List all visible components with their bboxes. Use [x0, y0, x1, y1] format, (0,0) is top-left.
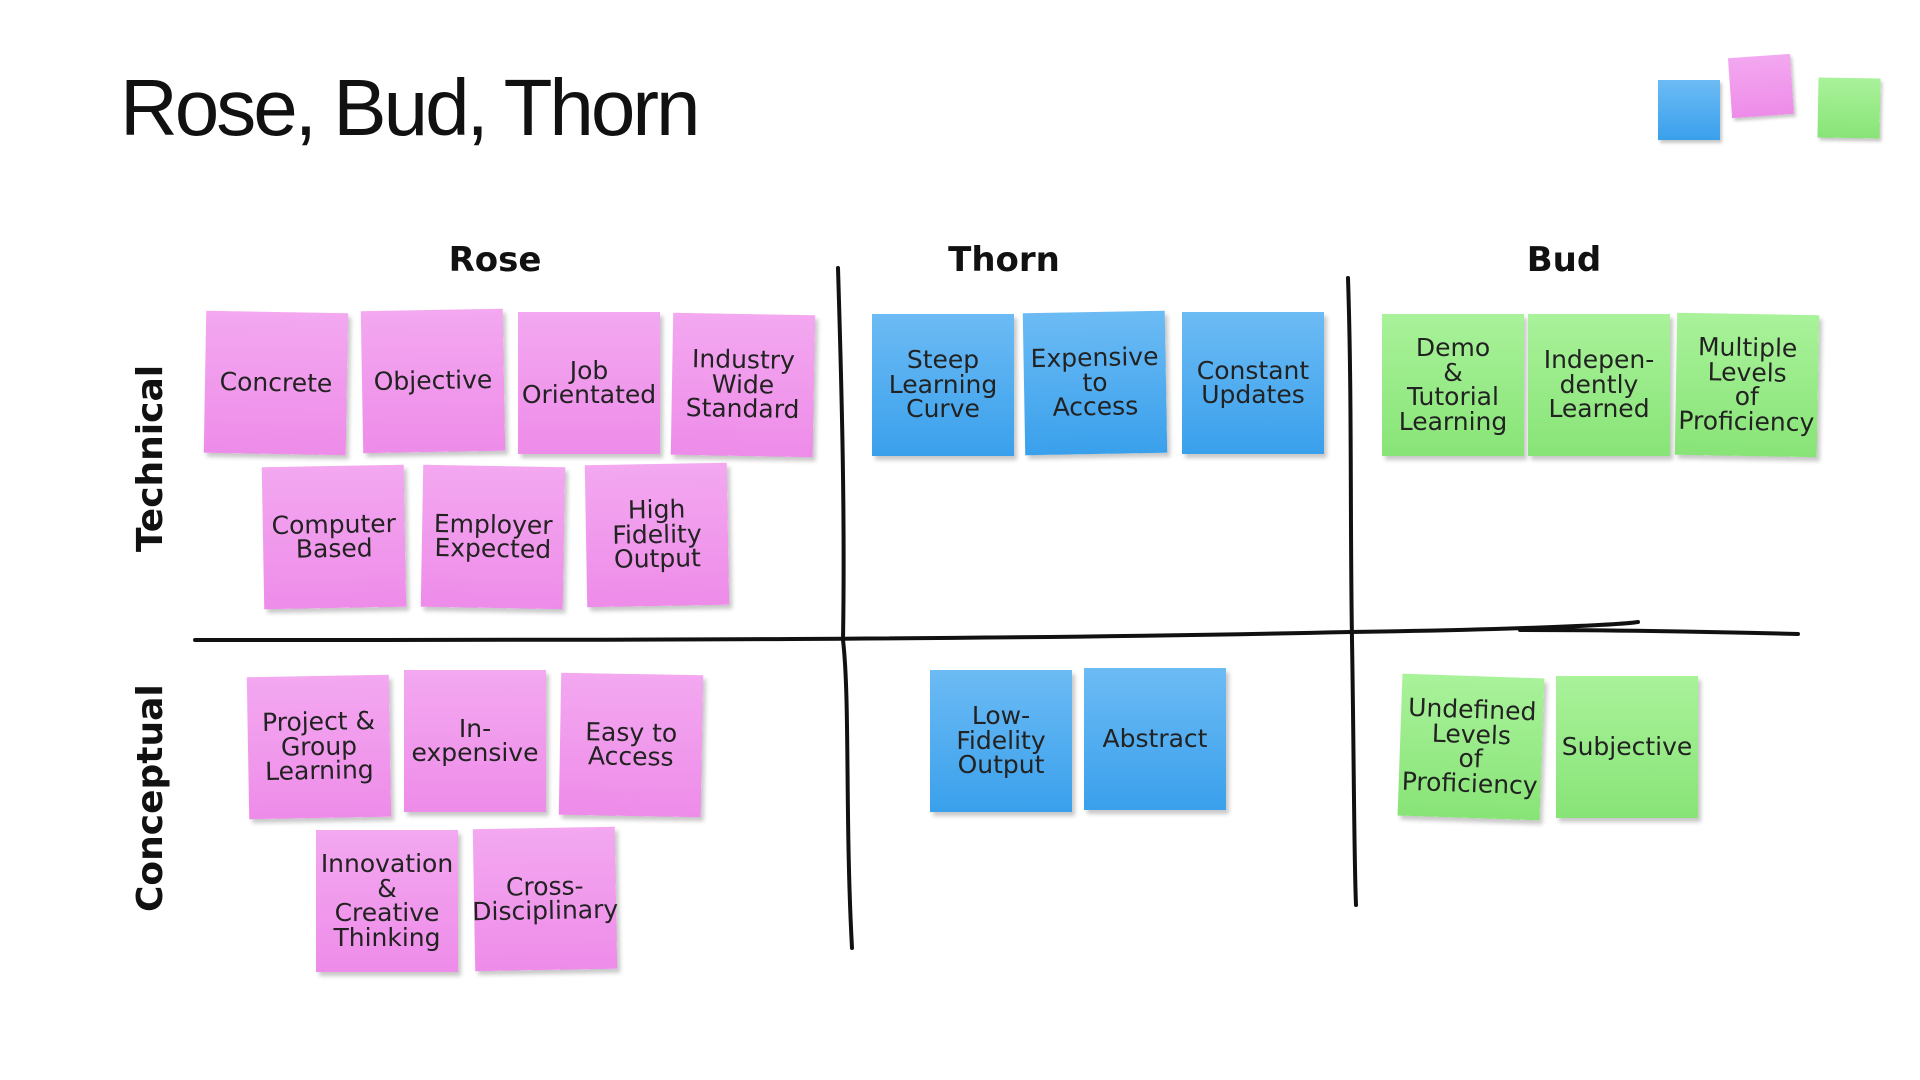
sticky-note-employer-expected: Employer Expected — [420, 464, 566, 610]
conceptual-row-header: Conceptual — [130, 684, 171, 912]
sticky-note-objective: Objective — [360, 308, 506, 454]
sticky-note-easy-to-access: Easy to Access — [558, 672, 704, 818]
thorn-divider-line — [836, 266, 854, 950]
sticky-note-subjective: Subjective — [1556, 676, 1698, 818]
thorn-column-header: Thorn — [948, 240, 1060, 280]
bud-column-header: Bud — [1526, 240, 1602, 280]
sticky-note-expensive-to-access: Expensive to Access — [1022, 310, 1168, 456]
sticky-note-inexpensive: In- expensive — [404, 670, 546, 812]
sticky-note-independently-learned: Indepen- dently Learned — [1528, 314, 1670, 456]
sticky-note-concrete: Concrete — [203, 310, 349, 456]
sticky-note-multiple-levels-of-proficiency: Multiple Levels of Proficiency — [1674, 312, 1820, 458]
sticky-note-cross-disciplinary: Cross- Disciplinary — [472, 826, 618, 972]
rose-column-header: Rose — [448, 240, 542, 280]
sticky-note-high-fidelity-output: High Fidelity Output — [584, 462, 730, 608]
sticky-note-demo-tutorial-learning: Demo & Tutorial Learning — [1382, 314, 1524, 456]
bud-divider-line — [1346, 276, 1358, 907]
sticky-note-project-group-learning: Project & Group Learning — [246, 674, 392, 820]
sticky-note-low-fidelity-output: Low- Fidelity Output — [930, 670, 1072, 812]
sticky-note-industry-wide-standard: Industry Wide Standard — [670, 312, 816, 458]
sticky-note-steep-learning-curve: Steep Learning Curve — [872, 314, 1014, 456]
sticky-note-innovation-creative-thinking: Innovation & Creative Thinking — [316, 830, 458, 972]
sticky-note-constant-updates: Constant Updates — [1182, 312, 1324, 454]
sticky-note-computer-based: Computer Based — [261, 464, 407, 610]
technical-row-header: Technical — [130, 364, 171, 552]
page-title: Rose, Bud, Thorn — [120, 63, 701, 152]
blue-sticky-swatch — [1658, 80, 1720, 140]
row-divider-line — [193, 620, 1800, 642]
sticky-note-job-orientated: Job Orientated — [518, 312, 660, 454]
sticky-note-abstract: Abstract — [1084, 668, 1226, 810]
sticky-note-undefined-levels-of-proficiency: Undefined Levels of Proficiency — [1397, 673, 1545, 821]
